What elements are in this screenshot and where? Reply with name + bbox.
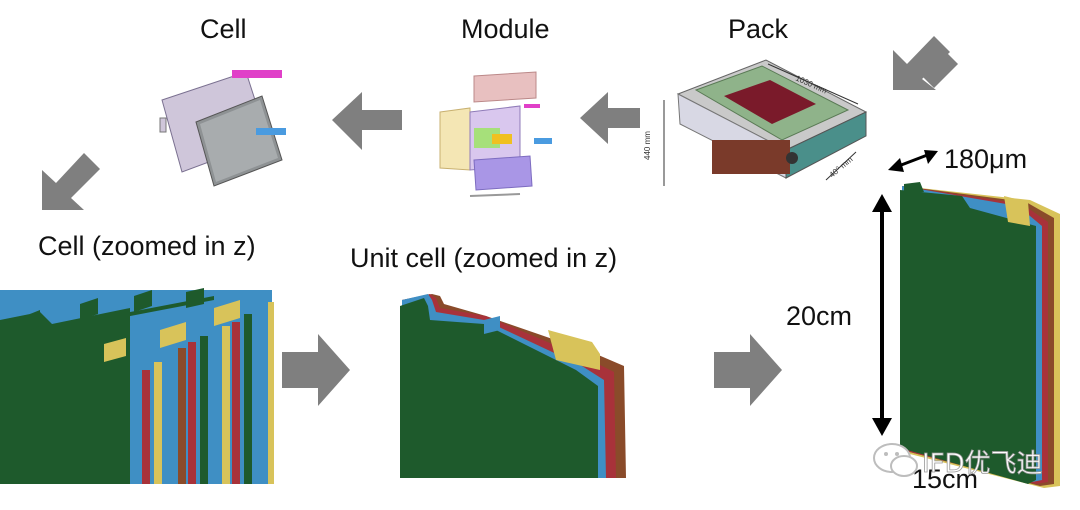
thickness-label: 180μm — [944, 144, 1028, 174]
cell-title: Cell — [200, 14, 247, 44]
width-label: 15cm — [912, 464, 979, 494]
cell-zoomed-illustration — [0, 288, 274, 484]
module-title: Module — [461, 14, 550, 44]
arrow-unit-to-full-icon — [714, 334, 782, 406]
pack-depth-dim: 40⁰ mm — [828, 155, 855, 180]
height-dimension-arrow-icon — [872, 194, 892, 436]
pack-title: Pack — [728, 14, 789, 44]
unit-cell-illustration — [400, 294, 626, 478]
arrow-pack-to-module-icon — [580, 92, 640, 144]
pack-illustration: 1030 mm 440 mm 40⁰ mm — [643, 59, 868, 186]
full-cell-illustration — [900, 182, 1060, 488]
unit-cell-zoomed-title: Unit cell (zoomed in z) — [350, 243, 618, 273]
module-illustration — [439, 71, 552, 197]
arrow-into-pack-icon — [893, 36, 958, 90]
wechat-logo-icon — [873, 443, 918, 477]
arrow-module-to-cell-icon — [332, 92, 402, 150]
height-label: 20cm — [786, 301, 853, 331]
watermark-text: IFD优飞迪 — [922, 449, 1043, 479]
pack-height-dim: 440 mm — [643, 131, 652, 160]
thickness-dimension-arrow-icon — [888, 150, 938, 172]
cell-zoomed-title: Cell (zoomed in z) — [38, 231, 256, 261]
arrow-cell-down-icon — [42, 153, 100, 210]
cell-illustration — [159, 70, 286, 187]
arrow-cell-to-unit-icon — [282, 334, 350, 406]
